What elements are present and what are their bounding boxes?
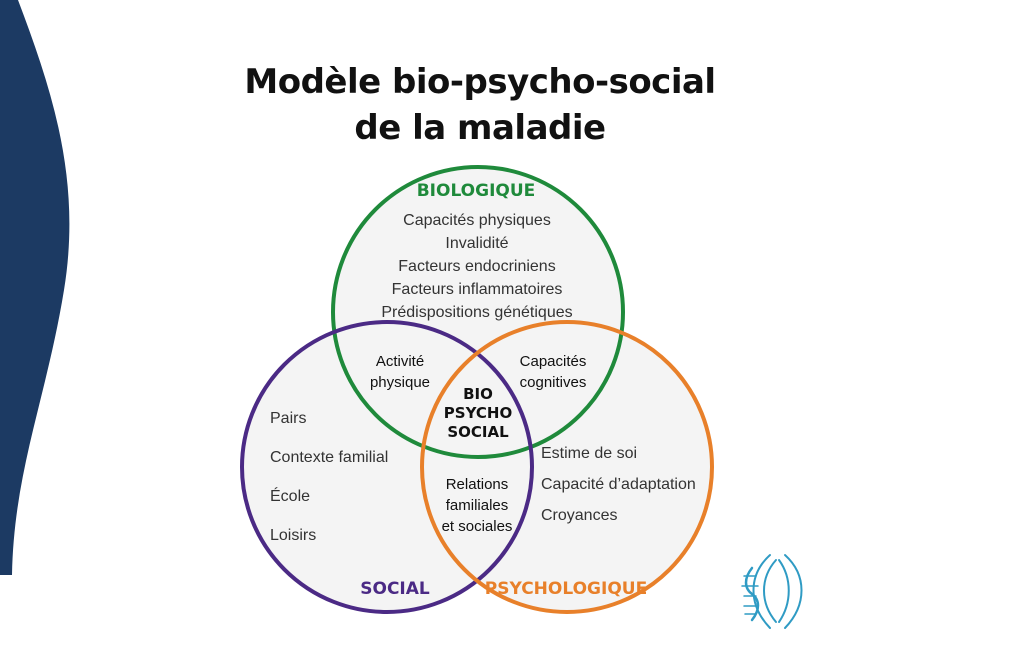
overlap-bio-social-text: physique — [370, 374, 430, 391]
social-label: SOCIAL — [360, 579, 430, 599]
bio-item: Facteurs endocriniens — [398, 258, 555, 275]
biologique-label: BIOLOGIQUE — [417, 181, 536, 201]
side-wave-decoration — [0, 0, 70, 575]
overlap-social-psycho-text: et sociales — [442, 518, 513, 535]
overlap-social-psycho-text: familiales — [446, 497, 509, 514]
psychologique-label: PSYCHOLOGIQUE — [485, 579, 647, 599]
social-circle — [240, 320, 534, 614]
bio-item: Capacités physiques — [403, 212, 551, 229]
center-bio-text: BIO — [463, 385, 493, 403]
psychologique-circle — [420, 320, 714, 614]
psycho-item: Capacité d’adaptation — [541, 476, 696, 493]
overlap-bio-social-text: Activité — [376, 353, 424, 370]
psycho-item: Croyances — [541, 507, 617, 524]
social-item: Contexte familial — [270, 449, 388, 466]
bio-item: Invalidité — [445, 235, 508, 252]
center-psycho-text: PSYCHO — [444, 404, 512, 422]
overlap-bio-psycho-text: Capacités — [520, 353, 587, 370]
center-social-text: SOCIAL — [447, 423, 509, 441]
bio-item: Facteurs inflammatoires — [392, 281, 563, 298]
social-item: Pairs — [270, 410, 306, 427]
psychologique-circle-fill — [422, 322, 712, 612]
diagram-title-line1: Modèle bio-psycho-social — [244, 62, 716, 102]
social-item: École — [270, 486, 310, 505]
overlap-bio-psycho-text: cognitives — [520, 374, 587, 391]
psycho-item: Estime de soi — [541, 445, 637, 462]
diagram-title-line2: de la maladie — [354, 108, 606, 148]
overlap-social-psycho-text: Relations — [446, 476, 509, 493]
biologique-circle — [331, 165, 625, 459]
social-item: Loisirs — [270, 527, 316, 544]
spine-helix-logo-icon — [741, 554, 803, 629]
bio-item: Prédispositions génétiques — [381, 304, 572, 321]
